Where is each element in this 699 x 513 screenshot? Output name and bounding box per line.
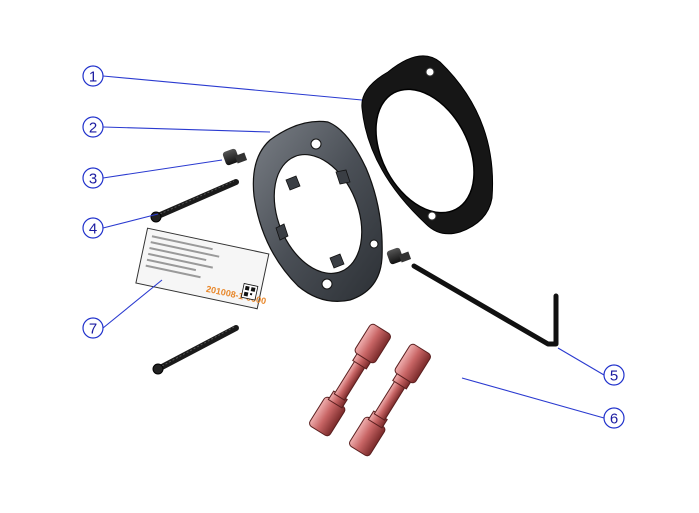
svg-text:3: 3: [89, 171, 97, 188]
svg-text:6: 6: [610, 411, 618, 428]
adapter-plate: [252, 120, 383, 302]
svg-text:7: 7: [89, 321, 97, 338]
svg-text:5: 5: [610, 368, 618, 385]
leader-5: [557, 347, 605, 376]
leader-6: [461, 377, 605, 419]
leader-7: [102, 279, 163, 329]
leader-2: [102, 126, 271, 133]
label-fine-print: [145, 235, 220, 279]
callout-2: 2: [82, 116, 104, 138]
hex-key: [411, 263, 559, 347]
butt-connector-right: [349, 343, 431, 457]
gasket-ring: [361, 55, 494, 235]
callout-5: 5: [603, 364, 625, 386]
long-screw-upper: [150, 179, 239, 223]
callout-4: 4: [82, 217, 104, 239]
callout-3: 3: [82, 167, 104, 189]
leader-lines: [102, 75, 605, 419]
svg-text:2: 2: [89, 120, 97, 137]
callout-7: 7: [82, 317, 104, 339]
butt-connector-left: [309, 323, 391, 437]
small-screw-upper: [222, 148, 248, 166]
small-screw-lower: [386, 247, 412, 265]
leader-3: [102, 159, 223, 179]
leader-4: [102, 213, 159, 229]
svg-text:1: 1: [89, 69, 97, 86]
long-screw-lower: [152, 325, 239, 375]
leader-1: [102, 75, 363, 101]
svg-text:4: 4: [89, 221, 97, 238]
label-sticker: 201008-1-0000: [135, 227, 270, 310]
callout-6: 6: [603, 407, 625, 429]
qr-code-icon: [240, 283, 259, 301]
callout-1: 1: [82, 65, 104, 87]
